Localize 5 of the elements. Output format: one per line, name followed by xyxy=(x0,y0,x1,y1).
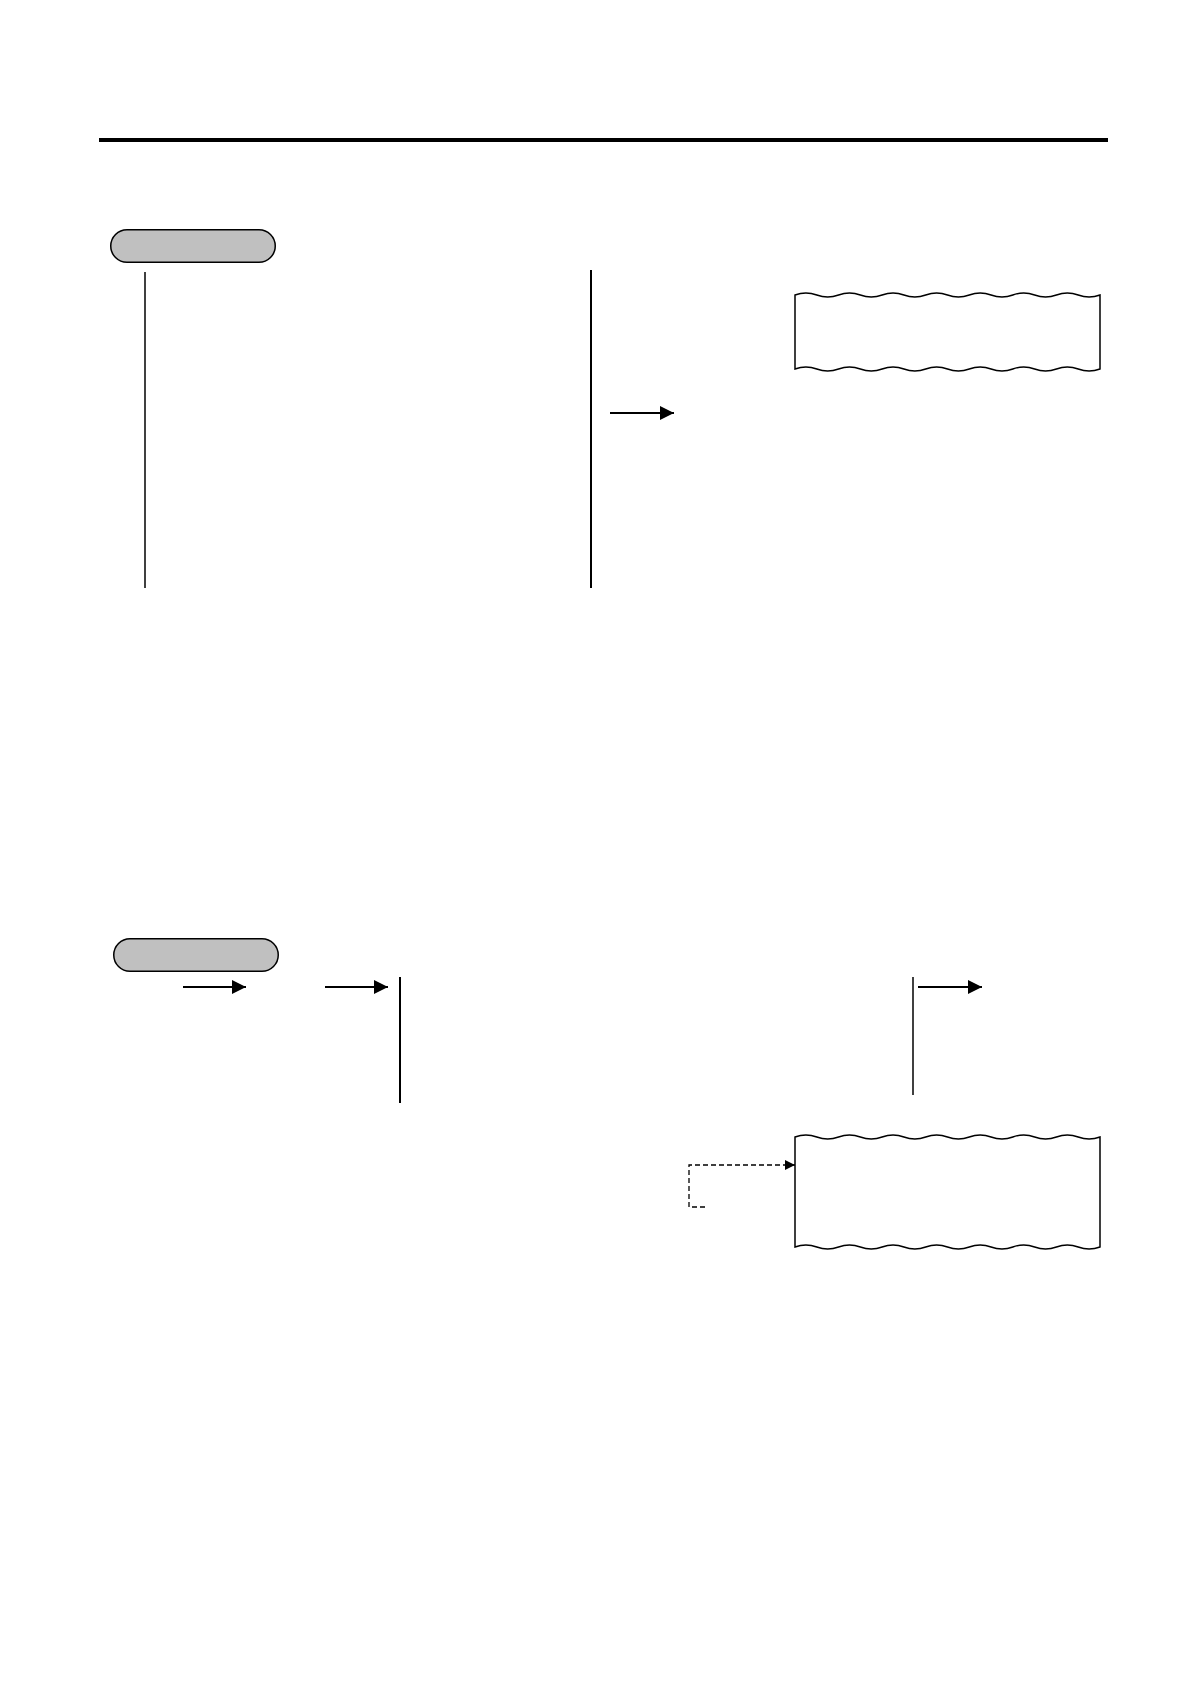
receipt-shape xyxy=(795,1132,1100,1252)
pill-shape xyxy=(110,229,276,263)
arrow xyxy=(688,1160,796,1208)
pill-shape xyxy=(113,938,279,972)
receipt-shape xyxy=(795,290,1100,374)
